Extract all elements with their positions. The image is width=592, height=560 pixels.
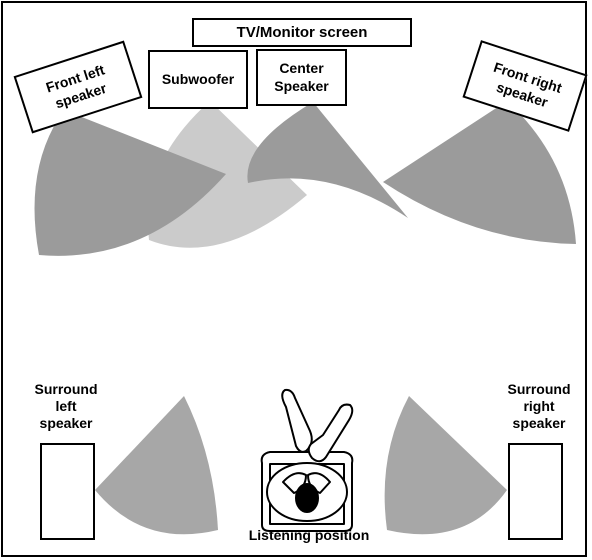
surround-left-speaker xyxy=(40,443,95,540)
center-sound-wedge xyxy=(247,102,408,218)
surround-right-label-line-1: Surround xyxy=(507,381,571,397)
listening-position-label: Listening position xyxy=(248,527,370,543)
surround-left-label-line-2: left xyxy=(55,398,77,414)
surround-right-label-line-2: right xyxy=(523,398,555,414)
tv-monitor-screen-label: TV/Monitor screen xyxy=(236,24,368,41)
listener-left-leg xyxy=(281,388,313,453)
surround-right-speaker-label: Surround right speaker xyxy=(494,381,584,432)
surround-left-label-line-3: speaker xyxy=(39,415,93,431)
tv-monitor-screen: TV/Monitor screen xyxy=(192,18,412,47)
center-speaker: Center Speaker xyxy=(256,49,347,106)
surround-right-label-line-3: speaker xyxy=(512,415,566,431)
surround-right-speaker xyxy=(508,443,563,540)
listener-head xyxy=(295,483,319,513)
front-left-sound-wedge xyxy=(34,110,226,256)
surround-left-sound-wedge xyxy=(95,396,218,535)
center-speaker-label-line-1: Center xyxy=(279,60,324,76)
listener-right-leg xyxy=(307,403,354,463)
surround-right-sound-wedge xyxy=(384,396,507,535)
listener-figure xyxy=(260,388,354,532)
surround-left-speaker-label: Surround left speaker xyxy=(26,381,106,432)
subwoofer-speaker: Subwoofer xyxy=(148,50,248,109)
subwoofer-sound-wedge xyxy=(147,101,307,248)
subwoofer-label: Subwoofer xyxy=(161,71,235,87)
surround-left-label-line-1: Surround xyxy=(34,381,98,397)
center-speaker-label-line-2: Speaker xyxy=(274,78,329,94)
front-right-sound-wedge xyxy=(383,101,576,244)
